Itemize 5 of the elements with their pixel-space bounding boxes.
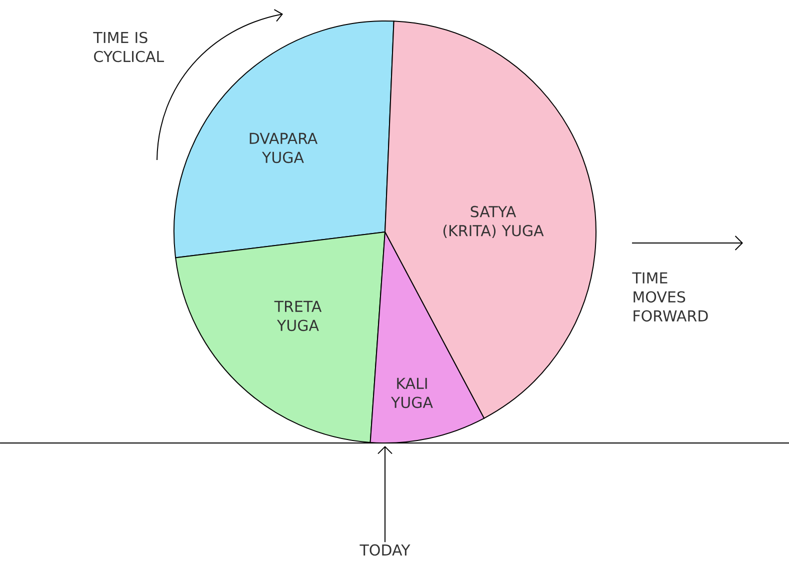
pie-slice: DVAPARA YUGA [174, 20, 394, 258]
pie-slice: TRETA YUGA [175, 231, 386, 443]
arrow [378, 446, 392, 543]
text-label: TIME MOVES FORWARD [632, 272, 708, 322]
text-label: TODAY [360, 544, 410, 556]
